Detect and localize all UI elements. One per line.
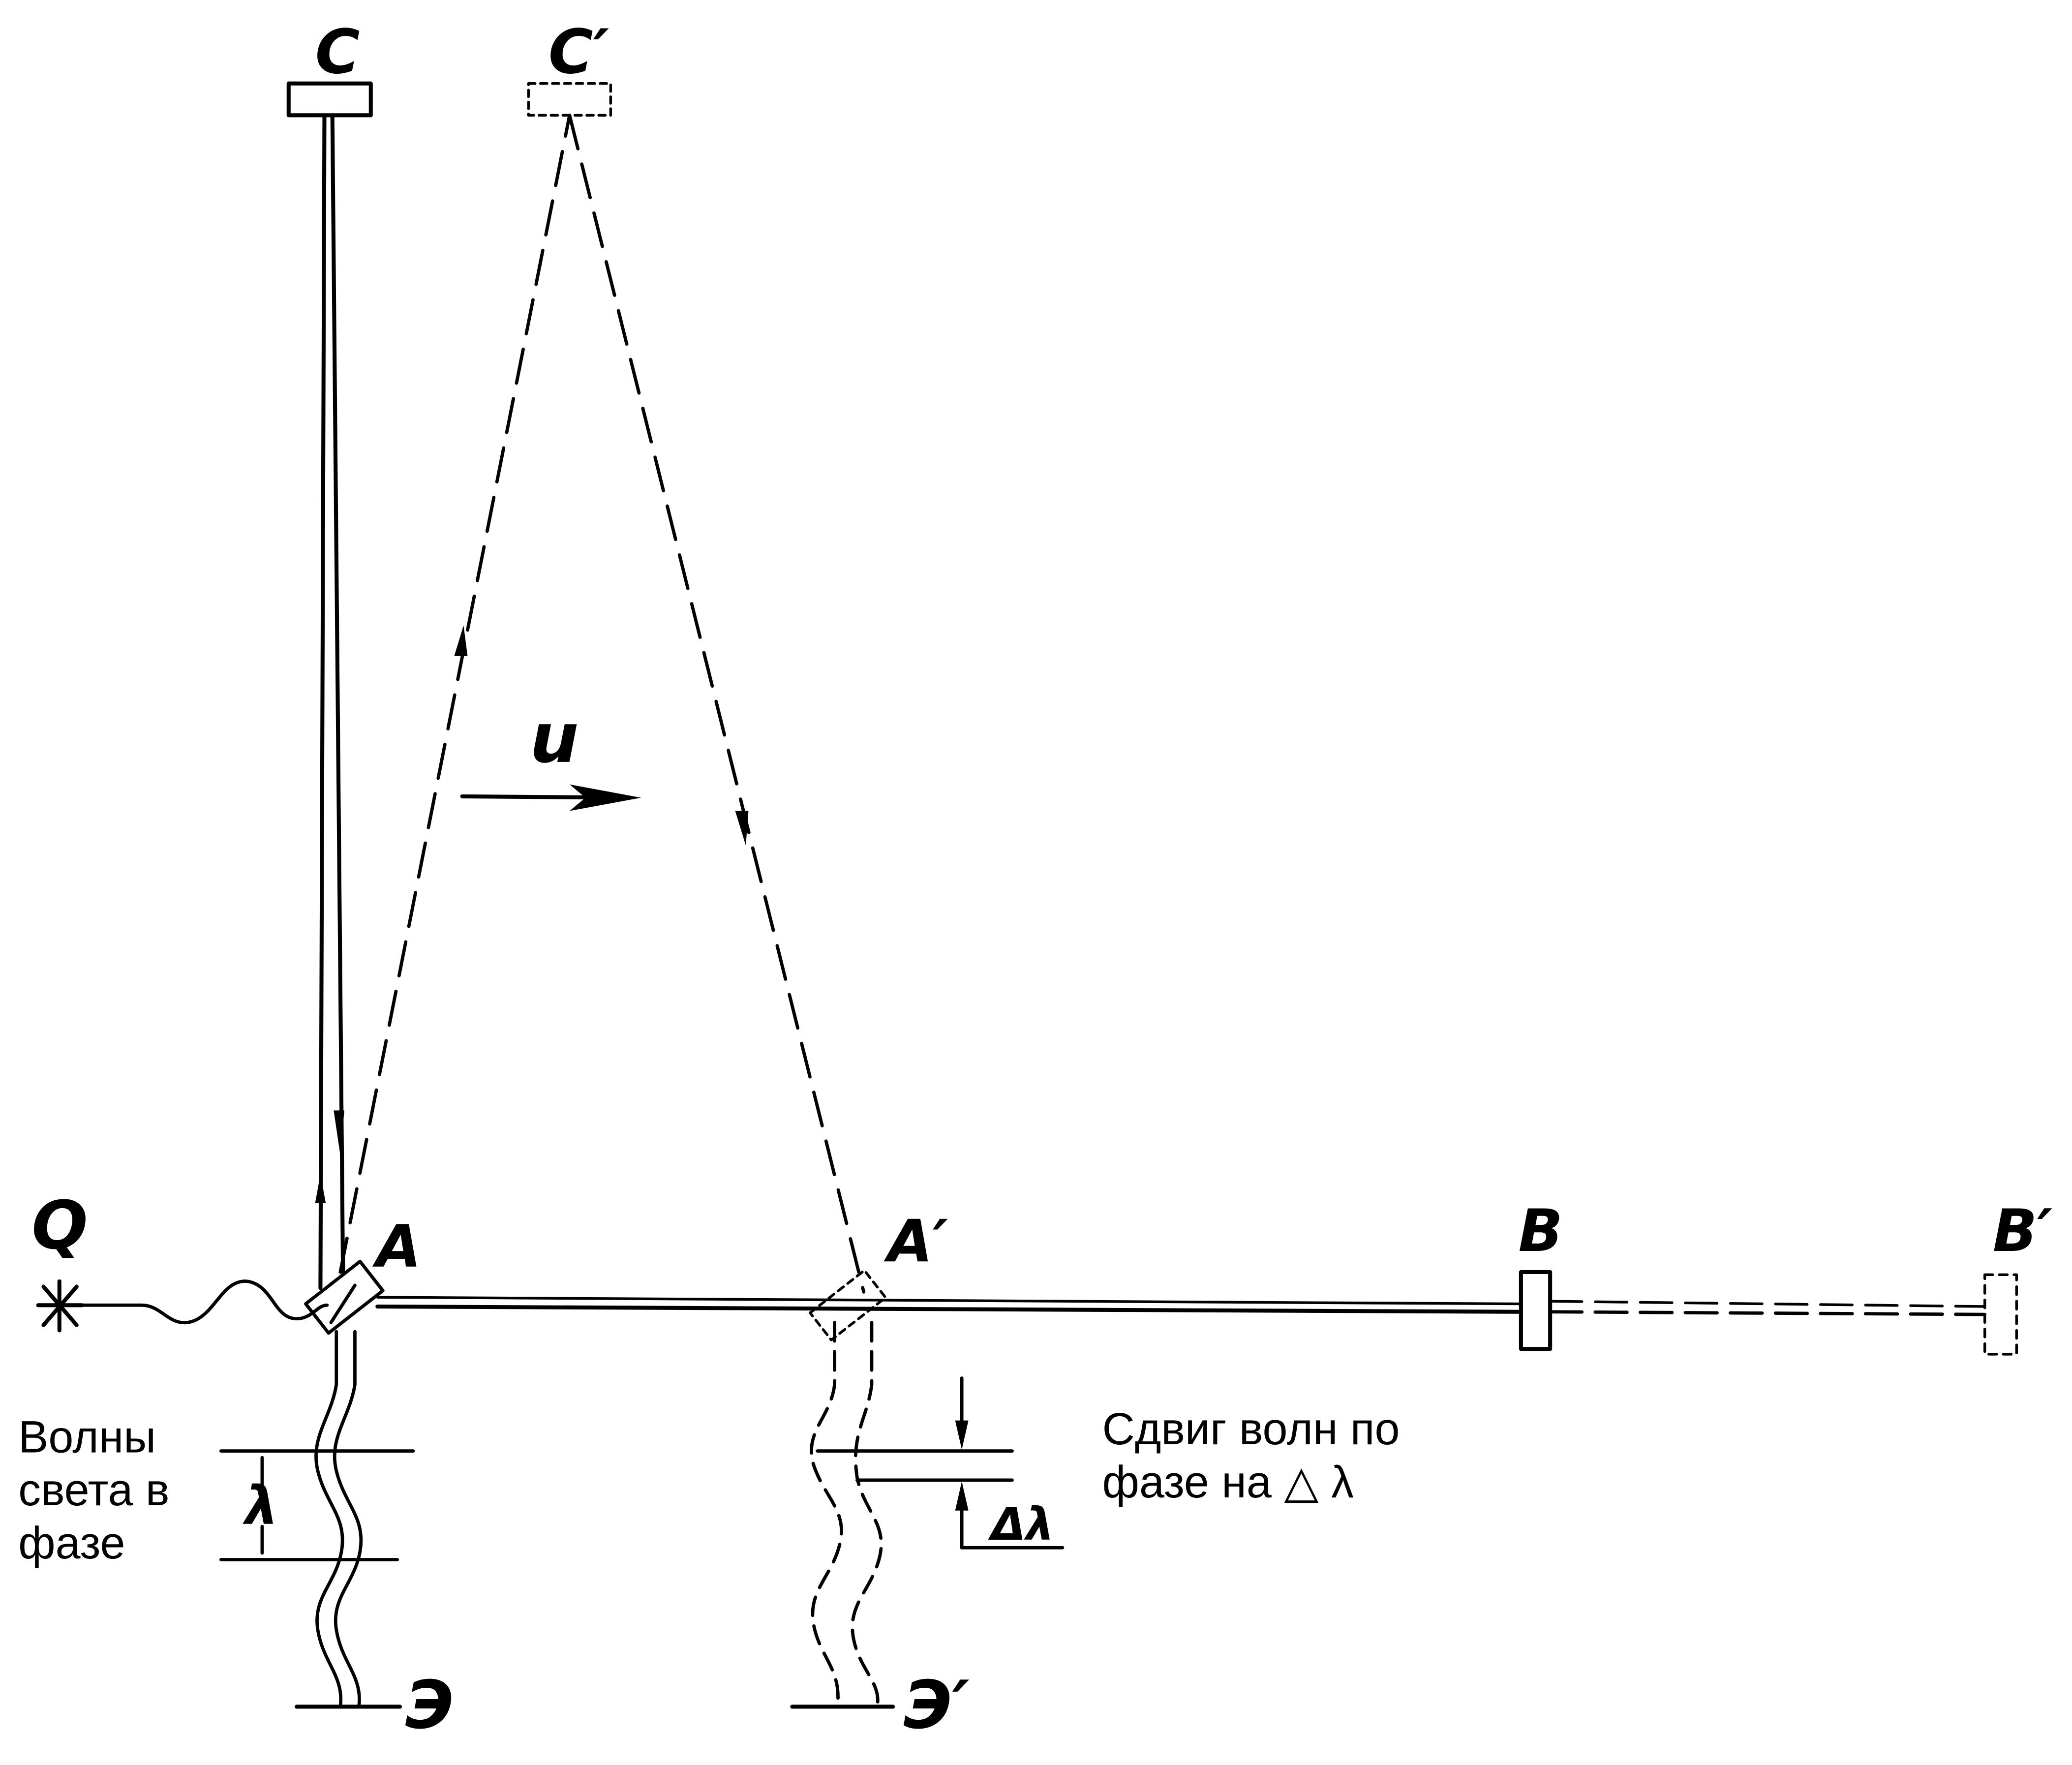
label-c-prime: C′	[548, 17, 609, 88]
dashed-arm-b-top	[1549, 1300, 1986, 1308]
beam-splitter-a-prime	[809, 1269, 887, 1341]
source-q-star	[36, 1279, 84, 1333]
source-q-label: Q	[31, 1187, 88, 1264]
label-b-prime: B′	[1993, 1197, 2053, 1265]
arm-ab-bottom	[375, 1304, 1523, 1314]
label-b: B	[1519, 1197, 1563, 1265]
exit-waves-a	[314, 1330, 363, 1708]
arrow-up-c	[315, 1174, 326, 1203]
arm-ca-right	[330, 113, 345, 1274]
mirror-c-prime	[527, 82, 612, 117]
exit-waves-a-prime	[810, 1320, 883, 1708]
svg-text:света в: света в	[18, 1465, 169, 1515]
velocity-label: u	[530, 699, 579, 779]
delta-lambda-label: Δλ	[987, 1498, 1054, 1551]
label-a: A	[372, 1213, 422, 1280]
incoming-light-wave	[80, 1279, 329, 1325]
arrow-up-dashed	[454, 625, 468, 656]
lambda-label: λ	[243, 1475, 278, 1537]
arrow-down-c	[334, 1110, 344, 1156]
lambda-marker	[219, 1449, 415, 1561]
arm-ca-left	[318, 113, 327, 1290]
caption-phase-shift: Сдвиг волн по фазе на △ λ	[1102, 1404, 1400, 1507]
delta-arrow-up	[955, 1481, 969, 1511]
arrow-down-dashed	[735, 811, 749, 846]
beam-splitter-a	[304, 1259, 385, 1335]
mirror-c	[286, 81, 373, 118]
svg-text:Сдвиг волн по: Сдвиг волн по	[1102, 1404, 1400, 1454]
mirror-b	[1519, 1270, 1553, 1351]
label-a-prime: A′	[884, 1207, 948, 1275]
arm-ab-top	[376, 1296, 1523, 1306]
delta-lambda-marker	[816, 1376, 1065, 1550]
svg-text:Волны: Волны	[18, 1412, 156, 1462]
label-c: C	[315, 17, 360, 88]
svg-text:фазе: фазе	[18, 1518, 125, 1568]
screen-e-prime-label: Э′	[904, 1667, 970, 1744]
caption-in-phase: Волны света в фазе	[18, 1412, 169, 1568]
screen-e-label: Э	[405, 1667, 454, 1744]
dashed-leg-a-to-c-prime	[338, 113, 572, 1274]
dashed-leg-c-prime-to-a-prime	[568, 113, 866, 1294]
dashed-arm-b-bottom	[1548, 1310, 1987, 1316]
svg-text:фазе на △ λ: фазе на △ λ	[1102, 1457, 1354, 1507]
mirror-b-prime	[1983, 1273, 2018, 1356]
delta-arrow-down	[955, 1420, 969, 1450]
velocity-arrowhead	[569, 784, 641, 811]
